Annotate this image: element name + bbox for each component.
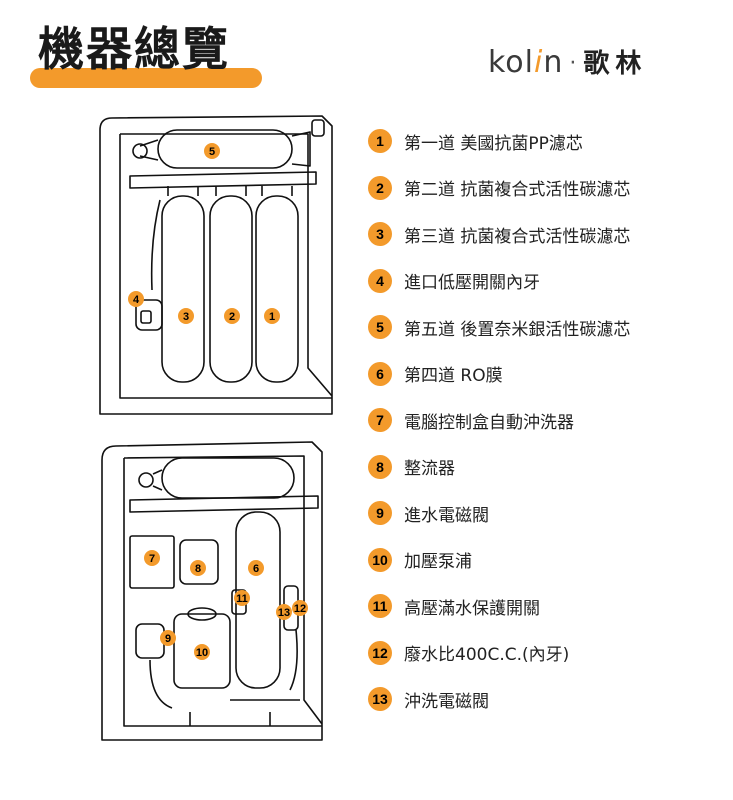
bottom-marker-label: 10 [196, 647, 208, 659]
list-item: 3 第三道 抗菌複合式活性碳濾芯 [368, 211, 630, 258]
part-number-badge: 13 [368, 687, 392, 712]
bottom-diagram-markers: 7 8 6 11 13 12 9 10 [144, 550, 308, 660]
part-label: 第一道 美國抗菌PP濾芯 [404, 133, 583, 154]
brand-cjk: 歌林 [583, 49, 648, 79]
list-item: 11 高壓滿水保護開關 [368, 583, 630, 630]
brand-latin-2: n [543, 45, 564, 80]
brand-logo: kolin·歌林 [488, 48, 647, 78]
bottom-pump-10 [173, 613, 231, 689]
part-number-badge: 11 [368, 594, 392, 619]
top-inlet-pipe [150, 199, 161, 291]
top-marker-label: 1 [269, 311, 275, 323]
bottom-marker [190, 560, 206, 576]
part-number-badge: 8 [368, 454, 392, 479]
bottom-marker [144, 550, 160, 566]
list-item: 5 第五道 後置奈米銀活性碳濾芯 [368, 304, 630, 351]
part-number-badge: 5 [368, 315, 392, 340]
list-item: 12 廢水比400C.C.(內牙) [368, 630, 630, 677]
bottom-marker-label: 7 [149, 553, 155, 565]
part-number-badge: 12 [368, 640, 392, 665]
parts-list: 1 第一道 美國抗菌PP濾芯 2 第二道 抗菌複合式活性碳濾芯 3 第三道 抗菌複合式… [368, 118, 630, 723]
list-item: 10 加壓泵浦 [368, 537, 630, 584]
part-number-badge: 3 [368, 222, 392, 247]
top-marker [204, 143, 220, 159]
bottom-marker-label: 12 [294, 603, 306, 615]
top-marker [224, 308, 240, 324]
bottom-rectifier-8 [179, 539, 219, 585]
part-number-badge: 10 [368, 547, 392, 572]
bottom-marker [234, 590, 250, 606]
part-number-badge: 6 [368, 361, 392, 386]
top-cabinet-inner [119, 133, 333, 399]
bottom-marker [194, 644, 210, 660]
bottom-marker-label: 11 [236, 593, 248, 605]
part-label: 第五道 後置奈米銀活性碳濾芯 [404, 319, 631, 340]
bottom-manifold [129, 495, 319, 513]
bottom-controller-7 [129, 535, 175, 589]
part-label: 進水電磁閥 [404, 505, 489, 526]
part-label: 高壓滿水保護開關 [404, 598, 540, 619]
brand-dot: · [569, 50, 578, 76]
part-label: 整流器 [404, 459, 455, 480]
top-housing-1 [255, 195, 299, 383]
top-filter-5 [157, 129, 293, 169]
bottom-marker [292, 600, 308, 616]
part-label: 沖洗電磁閥 [404, 691, 489, 712]
part-label: 電腦控制盒自動沖洗器 [404, 412, 574, 433]
brand-latin-1: kol [488, 45, 534, 80]
top-marker-label: 4 [133, 294, 140, 306]
bottom-marker-label: 6 [253, 563, 259, 575]
bottom-marker-label: 8 [195, 563, 201, 575]
bottom-marker-label: 9 [165, 633, 171, 645]
list-item: 6 第四道 RO膜 [368, 351, 630, 398]
part-number-badge: 9 [368, 501, 392, 526]
page-title: 機器總覽 [38, 22, 230, 76]
top-housing-3 [161, 195, 205, 383]
list-item: 9 進水電磁閥 [368, 490, 630, 537]
top-marker-label: 5 [209, 146, 215, 158]
bottom-marker [248, 560, 264, 576]
part-number-badge: 2 [368, 175, 392, 200]
part-label: 第三道 抗菌複合式活性碳濾芯 [404, 226, 631, 247]
top-switch-4 [135, 299, 163, 331]
top-marker [178, 308, 194, 324]
part-label: 廢水比400C.C.(內牙) [404, 645, 570, 666]
list-item: 2 第二道 抗菌複合式活性碳濾芯 [368, 165, 630, 212]
part-label: 加壓泵浦 [404, 552, 472, 573]
part-label: 第四道 RO膜 [404, 366, 503, 387]
brand-accent: i [534, 45, 544, 80]
bottom-valve-9 [135, 623, 165, 659]
bottom-cabinet-outer [101, 441, 323, 741]
bottom-marker [160, 630, 176, 646]
title-underline [30, 68, 262, 88]
top-cabinet-outer [99, 115, 333, 415]
bottom-waste-pipe [289, 629, 298, 691]
part-number-badge: 7 [368, 408, 392, 433]
bottom-marker-label: 13 [278, 607, 290, 619]
top-manifold [129, 171, 317, 189]
top-diagram-markers: 5 4 3 2 1 [128, 143, 280, 324]
top-housing-2 [209, 195, 253, 383]
part-number-badge: 1 [368, 129, 392, 154]
list-item: 7 電腦控制盒自動沖洗器 [368, 397, 630, 444]
list-item: 13 沖洗電磁閥 [368, 676, 630, 723]
bottom-cabinet-inner [123, 455, 323, 727]
list-item: 8 整流器 [368, 444, 630, 491]
top-marker-label: 2 [229, 311, 235, 323]
part-number-badge: 4 [368, 268, 392, 293]
top-marker-label: 3 [183, 311, 189, 323]
part-label: 第二道 抗菌複合式活性碳濾芯 [404, 180, 631, 201]
bottom-marker [276, 604, 292, 620]
bottom-filter-5 [161, 457, 295, 499]
top-marker [128, 291, 144, 307]
part-label: 進口低壓開關內牙 [404, 273, 540, 294]
list-item: 4 進口低壓開關內牙 [368, 258, 630, 305]
top-marker [264, 308, 280, 324]
list-item: 1 第一道 美國抗菌PP濾芯 [368, 118, 630, 165]
